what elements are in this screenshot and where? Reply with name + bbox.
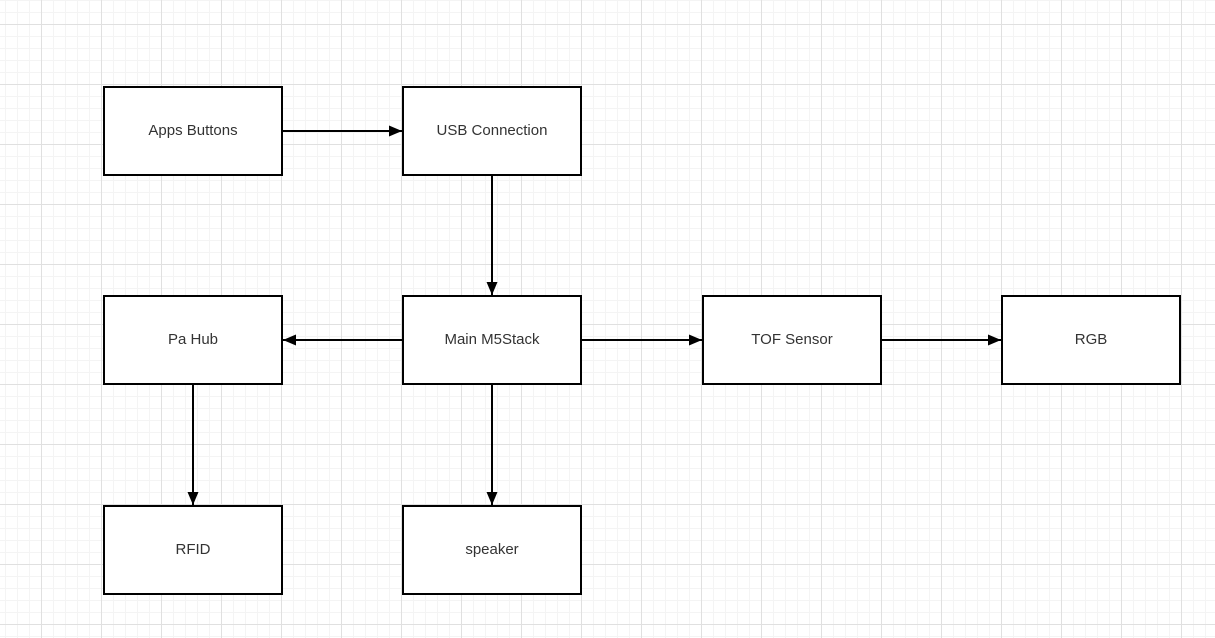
- node-label: USB Connection: [436, 122, 548, 139]
- node-label: speaker: [465, 541, 519, 558]
- node-apps-buttons[interactable]: Apps Buttons: [103, 86, 283, 176]
- node-label: Apps Buttons: [148, 122, 238, 139]
- node-label: RFID: [175, 541, 211, 558]
- edges-group: [187, 125, 1001, 505]
- node-label: TOF Sensor: [751, 331, 833, 348]
- node-main-m5stack[interactable]: Main M5Stack: [402, 295, 582, 385]
- node-usb-connection[interactable]: USB Connection: [402, 86, 582, 176]
- node-pa-hub[interactable]: Pa Hub: [103, 295, 283, 385]
- node-label: RGB: [1074, 331, 1108, 348]
- node-rgb[interactable]: RGB: [1001, 295, 1181, 385]
- node-speaker[interactable]: speaker: [402, 505, 582, 595]
- node-rfid[interactable]: RFID: [103, 505, 283, 595]
- node-tof-sensor[interactable]: TOF Sensor: [702, 295, 882, 385]
- node-label: Pa Hub: [167, 331, 219, 348]
- node-label: Main M5Stack: [444, 331, 540, 348]
